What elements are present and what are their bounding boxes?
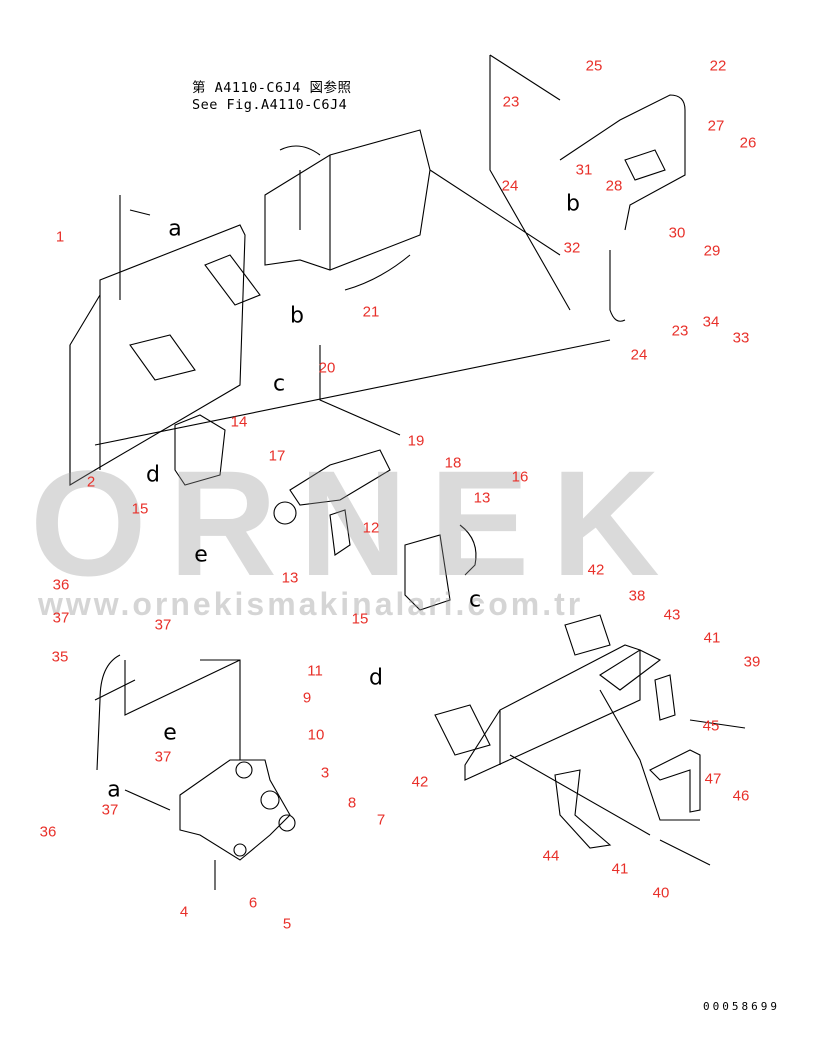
connector-letter: c	[468, 587, 482, 613]
part-label: 46	[732, 787, 750, 805]
watermark-logo: ORNEK	[30, 439, 682, 607]
hose-35	[96, 654, 121, 771]
part-label: 28	[605, 177, 623, 195]
part-label: 12	[362, 519, 380, 537]
connector-letter: a	[107, 777, 121, 803]
part-label: 13	[473, 489, 491, 507]
reference-line-jp: 第 A4110-C6J4 図参照	[192, 80, 352, 96]
connector-letter: c	[272, 371, 286, 397]
connector-letter: e	[194, 542, 208, 568]
part-label: 21	[362, 303, 380, 321]
pipe-22	[559, 94, 686, 231]
part-label: 9	[302, 689, 312, 707]
part-label: 5	[282, 915, 292, 933]
part-label: 47	[704, 770, 722, 788]
part-label: 43	[663, 606, 681, 624]
connector-letter: d	[369, 665, 383, 691]
part-label: 15	[131, 500, 149, 518]
document-number: 00058699	[703, 1000, 780, 1013]
part-label: 27	[707, 117, 725, 135]
part-label: 23	[671, 322, 689, 340]
part-label: 45	[702, 717, 720, 735]
part-label: 7	[376, 811, 386, 829]
bracket-plate	[69, 224, 246, 486]
connector-letter: b	[566, 191, 580, 217]
bracket-15	[174, 414, 226, 486]
reference-line-en: See Fig.A4110-C6J4	[192, 97, 348, 113]
part-label: 26	[739, 134, 757, 152]
part-label: 31	[575, 161, 593, 179]
part-label: 24	[501, 177, 519, 195]
part-label: 29	[703, 242, 721, 260]
part-label: 36	[52, 576, 70, 594]
part-label: 1	[55, 228, 65, 246]
part-label: 17	[268, 447, 286, 465]
part-label: 22	[709, 57, 727, 75]
spacer	[204, 254, 261, 306]
bracket-47	[649, 749, 701, 813]
part-label: 8	[347, 794, 357, 812]
part-label: 14	[230, 413, 248, 431]
bracket-15b	[404, 534, 451, 611]
connector-letter: e	[163, 720, 177, 746]
part-label: 6	[248, 894, 258, 912]
plate-43	[599, 649, 662, 691]
part-label: 20	[318, 359, 336, 377]
part-label: 24	[630, 346, 648, 364]
part-label: 30	[668, 224, 686, 242]
part-label: 37	[154, 748, 172, 766]
connector-letter: a	[168, 216, 182, 242]
part-label: 37	[52, 609, 70, 627]
part-label: 33	[732, 329, 750, 347]
part-label: 39	[743, 653, 761, 671]
spacer-42	[564, 614, 611, 656]
part-label: 3	[320, 764, 330, 782]
part-label: 41	[703, 629, 721, 647]
part-label: 36	[39, 823, 57, 841]
clamp-13	[329, 509, 351, 556]
part-label: 35	[51, 648, 69, 666]
part-label: 15	[351, 610, 369, 628]
bracket-44	[554, 769, 612, 849]
part-label: 37	[101, 801, 119, 819]
part-label: 38	[628, 587, 646, 605]
part-label: 41	[611, 860, 629, 878]
valve-block-3	[179, 759, 291, 861]
spacer-28	[624, 149, 666, 181]
part-label: 2	[86, 473, 96, 491]
part-label: 42	[411, 773, 429, 791]
part-label: 19	[407, 432, 425, 450]
spacer-42b	[434, 704, 491, 756]
bracket-43	[654, 674, 676, 721]
part-label: 4	[179, 903, 189, 921]
part-label: 34	[702, 313, 720, 331]
connector-letter: b	[290, 303, 304, 329]
part-label: 32	[563, 239, 581, 257]
part-label: 11	[307, 662, 323, 680]
valve	[289, 449, 391, 506]
connector-letter: d	[146, 462, 160, 488]
part-label: 13	[281, 569, 299, 587]
part-label: 40	[652, 884, 670, 902]
frame	[264, 129, 431, 271]
watermark-url: www.ornekismakinalari.com.tr	[38, 586, 584, 622]
part-label: 42	[587, 561, 605, 579]
part-label: 37	[154, 616, 172, 634]
spacer	[129, 334, 196, 381]
bracket-38	[464, 644, 641, 781]
part-label: 23	[502, 93, 520, 111]
part-label: 44	[542, 847, 560, 865]
part-label: 10	[307, 726, 325, 744]
part-label: 18	[444, 454, 462, 472]
reference-note: 第 A4110-C6J4 図参照 See Fig.A4110-C6J4	[192, 80, 352, 114]
part-label: 25	[585, 57, 603, 75]
part-label: 16	[511, 468, 529, 486]
